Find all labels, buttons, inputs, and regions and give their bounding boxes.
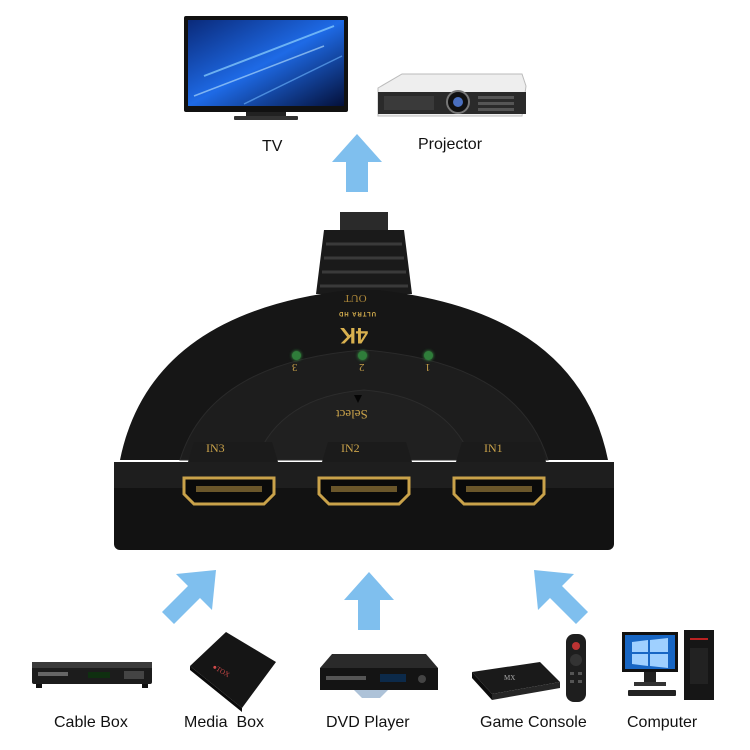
arrow-up-icon (330, 132, 384, 194)
hdmi-port-in2[interactable] (317, 476, 411, 506)
brand-4k: 4K (340, 323, 369, 348)
projector-image (372, 72, 528, 122)
led-indicator-1 (424, 351, 433, 360)
led-label-3: 3 (292, 361, 298, 373)
out-label: OUT (344, 292, 367, 304)
led-indicator-2 (358, 351, 367, 360)
cable-box-image (32, 662, 152, 690)
dvd-player-image (318, 652, 440, 698)
select-label: Select (336, 407, 368, 422)
cable-box-label: Cable Box (54, 714, 128, 731)
arrow-up-right-icon (160, 566, 220, 626)
svg-text:MX: MX (504, 674, 515, 682)
port-label-in1: IN1 (484, 441, 503, 455)
port-label-in3: IN3 (206, 441, 225, 455)
hdmi-port-in3[interactable] (182, 476, 276, 506)
tv-label: TV (262, 138, 283, 155)
projector-label: Projector (418, 136, 483, 153)
dvd-player-label: DVD Player (326, 714, 410, 731)
led-indicator-3 (292, 351, 301, 360)
led-label-2: 2 (359, 361, 365, 373)
media-box-label: Media Box (184, 714, 265, 731)
media-box-image: ●TOX (186, 628, 280, 712)
arrow-up-left-icon (530, 566, 590, 626)
tv-image (184, 16, 348, 124)
hdmi-port-in1[interactable] (452, 476, 546, 506)
computer-image (620, 628, 718, 704)
select-button[interactable] (353, 391, 363, 403)
led-label-1: 1 (425, 361, 431, 373)
brand-ultra-hd: ULTRA HD (338, 310, 376, 316)
arrow-up-icon (342, 570, 396, 632)
port-label-in2: IN2 (341, 441, 360, 455)
computer-label: Computer (627, 714, 698, 731)
game-console-image: MX (470, 632, 590, 706)
game-console-label: Game Console (480, 714, 587, 731)
